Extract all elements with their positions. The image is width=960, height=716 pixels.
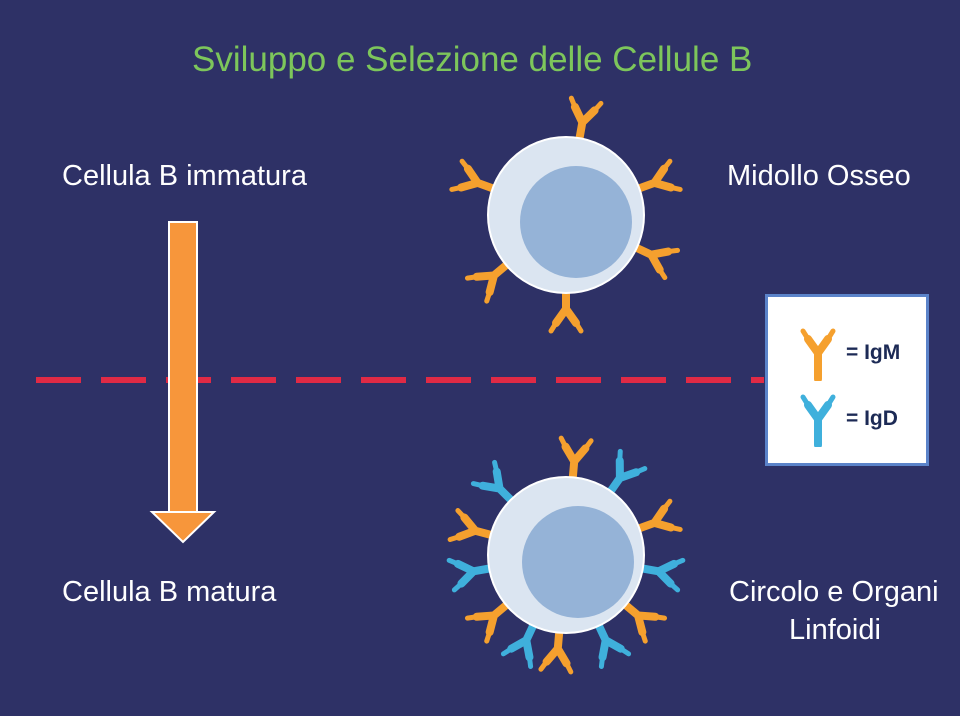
arrow-shaft (168, 221, 198, 513)
label-circulation-line1: Circolo e Organi (729, 576, 939, 608)
igm-legend-icon (800, 328, 836, 381)
label-mature-b-cell: Cellula B matura (62, 576, 277, 608)
legend-box: = IgM = IgD (765, 294, 929, 466)
immature-cell-nucleus (520, 166, 632, 278)
legend-igd-label: = IgD (846, 407, 898, 430)
arrow-head (149, 511, 217, 544)
slide-title: Sviluppo e Selezione delle Cellule B (192, 40, 753, 79)
igd-legend-icon (800, 394, 836, 447)
mature-cell-nucleus (522, 506, 634, 618)
mature-b-cell (449, 438, 683, 672)
label-immature-b-cell: Cellula B immatura (62, 160, 307, 192)
label-bone-marrow: Midollo Osseo (727, 160, 911, 192)
label-circulation-line2: Linfoidi (789, 614, 881, 646)
legend-igm-label: = IgM (846, 341, 901, 364)
immature-b-cell (452, 98, 680, 331)
